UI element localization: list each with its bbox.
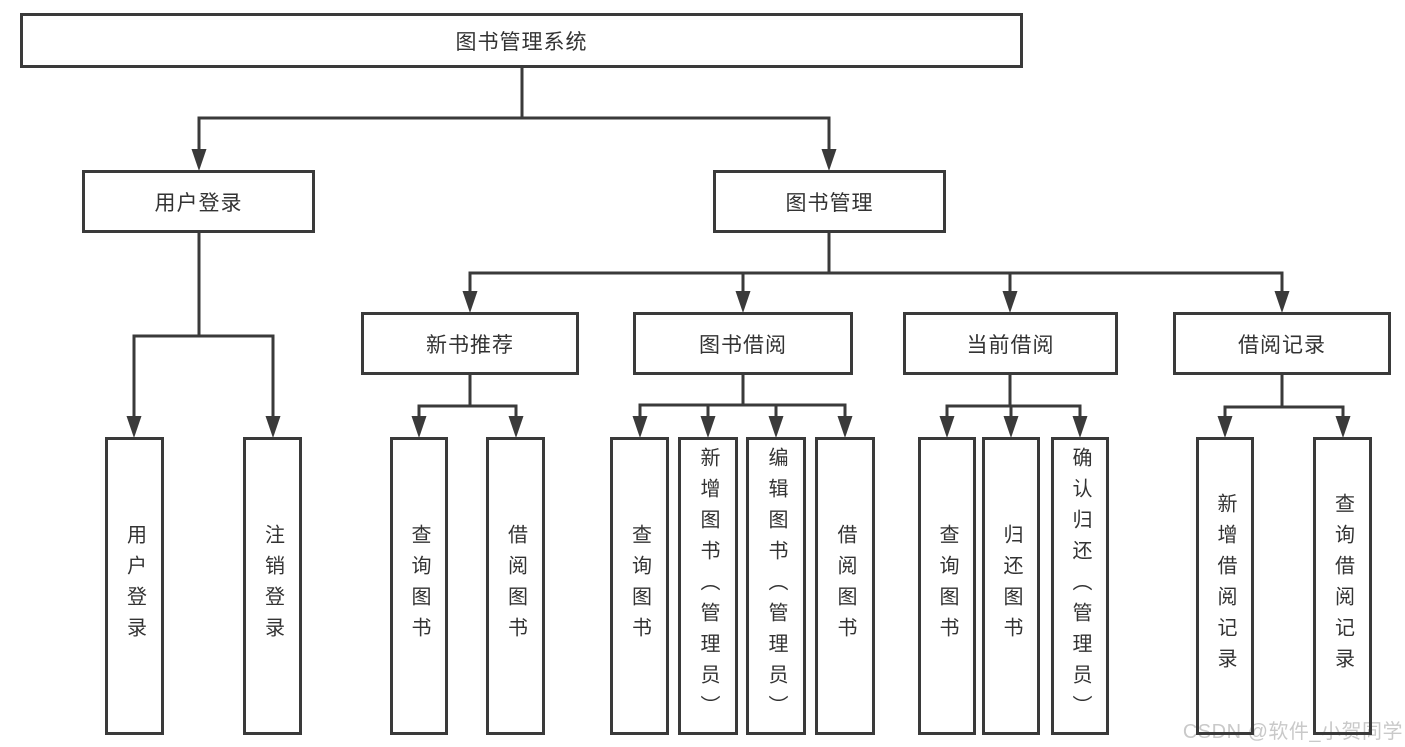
arrowhead xyxy=(1002,291,1018,313)
arrowhead xyxy=(632,416,648,438)
csdn-watermark: CSDN @软件_小贺同学 xyxy=(1182,721,1403,743)
node-current-borrow-label: 当前借阅 xyxy=(966,333,1055,357)
node-borrow-records: 借阅记录 xyxy=(1173,312,1391,375)
arrowhead xyxy=(821,149,837,171)
arrowhead xyxy=(411,416,427,438)
connector-book-borrow-children xyxy=(632,373,853,438)
leaf-add-book-label: 新增图书（管理员） xyxy=(697,446,719,726)
arrowhead xyxy=(1003,416,1019,438)
arrowhead xyxy=(837,416,853,438)
leaf-borrow-book-a-label: 借阅图书 xyxy=(504,524,527,648)
node-book-mgmt-label: 图书管理 xyxy=(785,191,874,215)
leaf-confirm-return-label: 确认归还（管理员） xyxy=(1069,446,1091,726)
leaf-logout-label: 注销登录 xyxy=(261,524,284,648)
connector-borrow-records-children xyxy=(1217,373,1351,438)
connector-new-book-rec-children xyxy=(411,373,524,438)
leaf-edit-book-label: 编辑图书（管理员） xyxy=(765,446,787,726)
node-root-label: 图书管理系统 xyxy=(455,30,588,54)
node-new-book-rec-label: 新书推荐 xyxy=(426,333,514,357)
leaf-borrow-book-a: 借阅图书 xyxy=(486,437,545,735)
arrowhead xyxy=(1217,416,1233,438)
leaf-borrow-book-b: 借阅图书 xyxy=(815,437,875,735)
leaf-borrow-book-b-label: 借阅图书 xyxy=(834,524,856,648)
arrowhead xyxy=(1335,416,1351,438)
arrowhead xyxy=(126,416,142,438)
connector-book-mgmt-children xyxy=(462,231,1290,313)
leaf-query-book-b: 查询图书 xyxy=(610,437,669,735)
arrowhead xyxy=(700,416,716,438)
arrowhead xyxy=(1072,416,1088,438)
leaf-query-record: 查询借阅记录 xyxy=(1313,437,1372,735)
leaf-user-login: 用户登录 xyxy=(105,437,164,735)
connector-root-to-level2 xyxy=(191,66,837,171)
leaf-return-book: 归还图书 xyxy=(982,437,1040,735)
leaf-query-record-label: 查询借阅记录 xyxy=(1331,493,1354,679)
leaf-add-record-label: 新增借阅记录 xyxy=(1214,493,1236,679)
node-user-login-label: 用户登录 xyxy=(154,191,243,215)
leaf-logout: 注销登录 xyxy=(243,437,302,735)
node-current-borrow: 当前借阅 xyxy=(903,312,1118,375)
arrowhead xyxy=(508,416,524,438)
arrowhead xyxy=(939,416,955,438)
node-book-borrow: 图书借阅 xyxy=(633,312,853,375)
arrowhead xyxy=(191,149,207,171)
node-root: 图书管理系统 xyxy=(20,13,1023,68)
node-borrow-records-label: 借阅记录 xyxy=(1238,333,1326,357)
connector-user-login-children xyxy=(126,231,281,438)
arrowhead xyxy=(735,291,751,313)
leaf-add-record: 新增借阅记录 xyxy=(1196,437,1254,735)
arrowhead xyxy=(1274,291,1290,313)
node-book-borrow-label: 图书借阅 xyxy=(699,333,787,357)
node-user-login: 用户登录 xyxy=(82,170,315,233)
leaf-query-book-b-label: 查询图书 xyxy=(628,524,651,648)
node-new-book-rec: 新书推荐 xyxy=(361,312,579,375)
leaf-query-book-c-label: 查询图书 xyxy=(936,524,958,648)
leaf-query-book-a: 查询图书 xyxy=(390,437,448,735)
arrowhead xyxy=(462,291,478,313)
leaf-add-book: 新增图书（管理员） xyxy=(678,437,738,735)
leaf-user-login-label: 用户登录 xyxy=(123,524,146,648)
leaf-confirm-return: 确认归还（管理员） xyxy=(1051,437,1109,735)
leaf-return-book-label: 归还图书 xyxy=(1000,524,1022,648)
leaf-query-book-a-label: 查询图书 xyxy=(408,524,430,648)
arrowhead xyxy=(768,416,784,438)
leaf-query-book-c: 查询图书 xyxy=(918,437,976,735)
node-book-mgmt: 图书管理 xyxy=(713,170,946,233)
connector-current-borrow-children xyxy=(939,373,1088,438)
leaf-edit-book: 编辑图书（管理员） xyxy=(746,437,806,735)
arrowhead xyxy=(265,416,281,438)
